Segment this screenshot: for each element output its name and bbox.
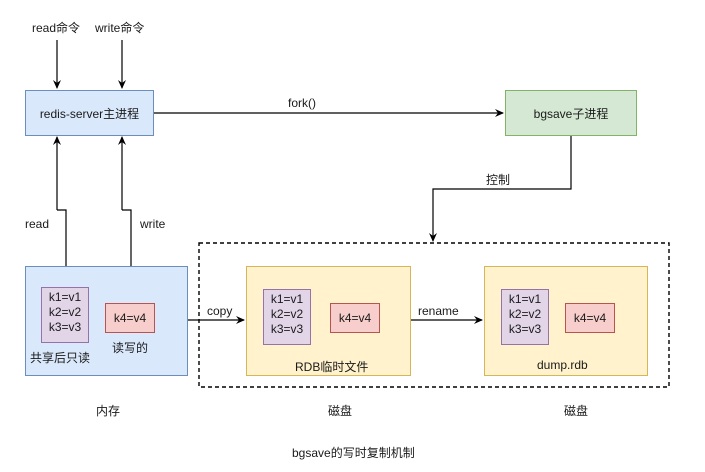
dump-rdb-label: dump.rdb (537, 358, 588, 372)
rdb-temp-box: k1=v1 k2=v2 k3=v3 k4=v4 RDB临时文件 (246, 266, 411, 376)
disk-dashed-container (198, 242, 670, 388)
dump-rdb-box: k1=v1 k2=v2 k3=v3 k4=v4 dump.rdb (484, 266, 648, 376)
child-process-label: bgsave子进程 (533, 106, 609, 121)
memory-written-key-text: k4=v4 (113, 311, 147, 325)
dump-extra-key: k4=v4 (565, 303, 615, 333)
shared-readonly-label: 共享后只读 (30, 351, 91, 365)
rdb-temp-keys: k1=v1 k2=v2 k3=v3 (263, 289, 311, 345)
rdb-temp-extra-key: k4=v4 (330, 303, 380, 333)
child-process-box: bgsave子进程 (505, 90, 637, 136)
memory-written-key: k4=v4 (105, 303, 155, 333)
control-arrow (429, 135, 572, 242)
main-process-label: redis-server主进程 (39, 106, 140, 121)
memory-shared-key-1: k1=v1 (48, 290, 82, 304)
rdb-temp-key-3: k3=v3 (270, 322, 304, 336)
rdb-temp-label: RDB临时文件 (295, 360, 369, 374)
read-command-label: read命令 (32, 21, 81, 35)
dump-key-1: k1=v1 (508, 292, 542, 306)
diagram-caption: bgsave的写时复制机制 (292, 446, 415, 460)
main-process-box: redis-server主进程 (25, 90, 154, 136)
memory-shared-key-3: k3=v3 (48, 320, 82, 334)
write-command-label: write命令 (95, 21, 145, 35)
memory-section-label: 内存 (96, 404, 121, 418)
rdb-temp-extra-key-text: k4=v4 (338, 311, 372, 325)
rdb-temp-key-1: k1=v1 (270, 292, 304, 306)
read-write-label: 读写的 (112, 341, 149, 355)
disk-section-label-1: 磁盘 (328, 404, 353, 418)
memory-shared-keys: k1=v1 k2=v2 k3=v3 (41, 287, 89, 343)
copy-label: copy (207, 304, 233, 318)
dump-keys: k1=v1 k2=v2 k3=v3 (501, 289, 549, 345)
dump-key-3: k3=v3 (508, 322, 542, 336)
rdb-temp-key-2: k2=v2 (270, 307, 304, 321)
rename-label: rename (418, 304, 459, 318)
read-arrow-down (57, 209, 70, 285)
write-edge-label: write (140, 217, 166, 231)
disk-section-label-2: 磁盘 (564, 404, 589, 418)
control-label: 控制 (486, 173, 511, 187)
read-edge-label: read (25, 217, 50, 231)
memory-shared-key-2: k2=v2 (48, 305, 82, 319)
fork-label: fork() (288, 96, 316, 110)
dump-extra-key-text: k4=v4 (573, 311, 607, 325)
memory-box: k1=v1 k2=v2 k3=v3 k4=v4 共享后只读 读写的 (25, 266, 188, 376)
dump-key-2: k2=v2 (508, 307, 542, 321)
